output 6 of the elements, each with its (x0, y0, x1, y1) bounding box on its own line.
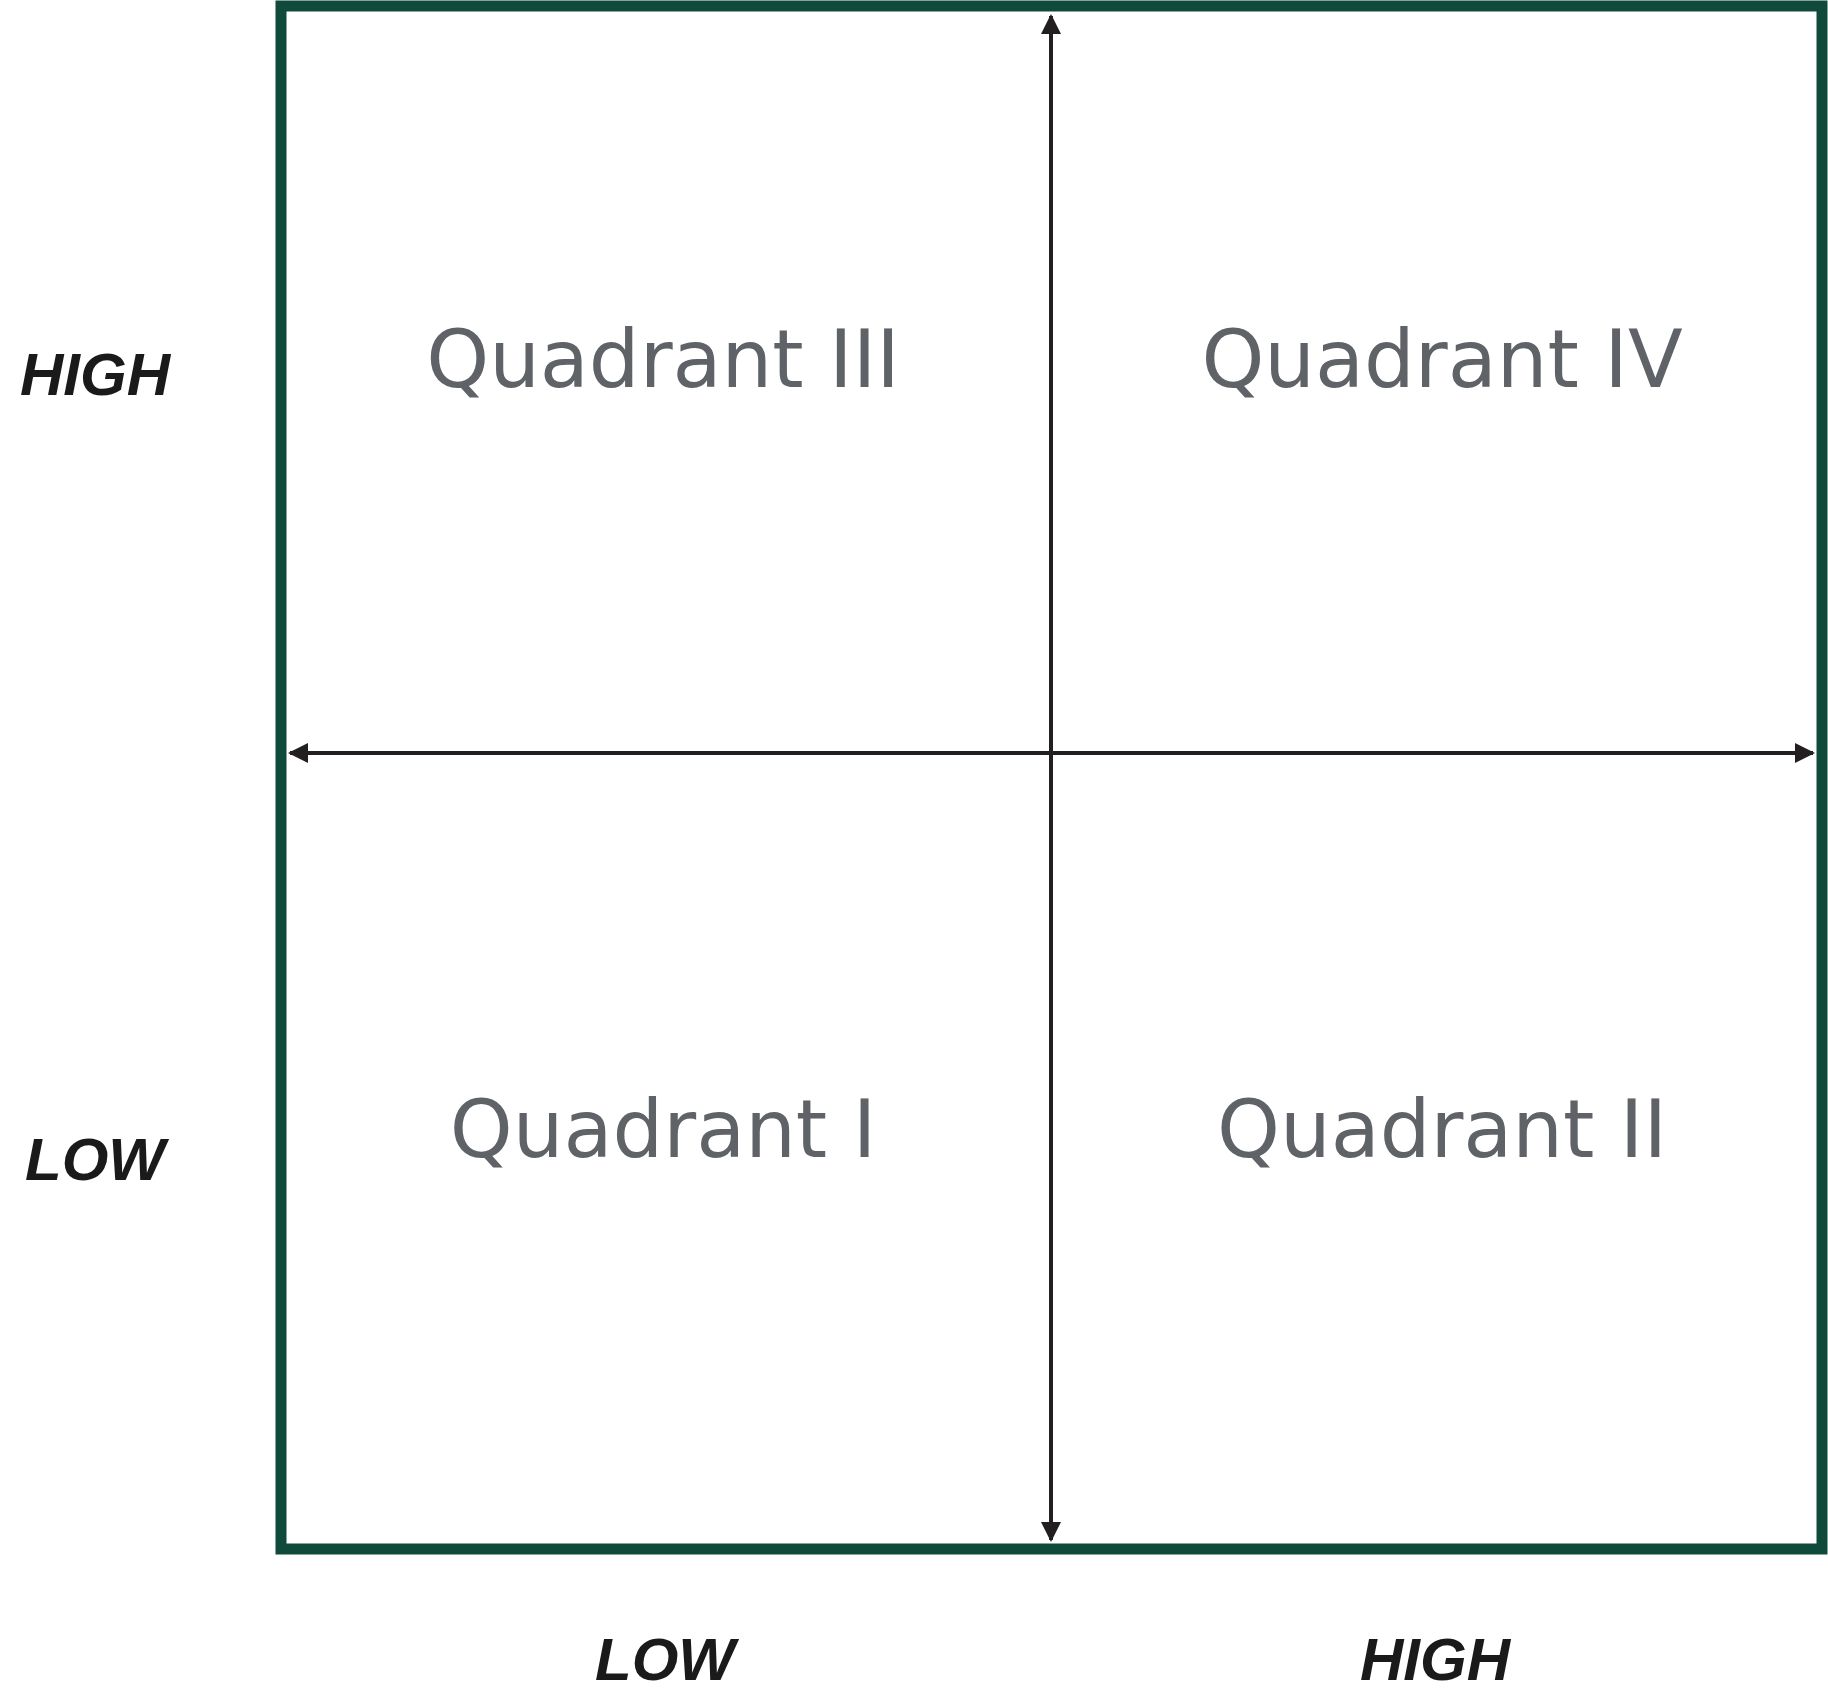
quadrant-label: Quadrant I (449, 1086, 877, 1174)
quadrant-label: Quadrant IV (1201, 316, 1683, 404)
axis-label: HIGH (20, 342, 170, 408)
axis-label: HIGH (1360, 1627, 1510, 1693)
quadrant-label: Quadrant III (426, 316, 900, 404)
quadrant-label: Quadrant II (1216, 1086, 1668, 1174)
